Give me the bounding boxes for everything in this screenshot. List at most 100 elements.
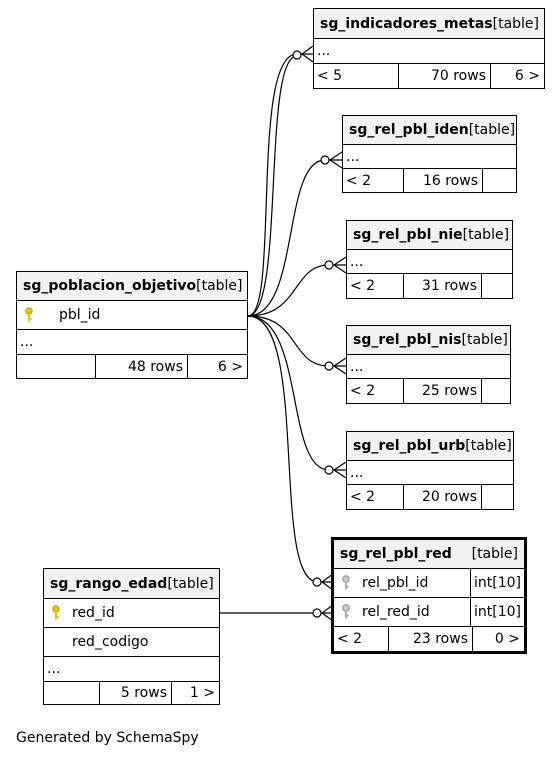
- row-count: 23 rows: [388, 627, 472, 651]
- zero-marker: [292, 50, 302, 60]
- table-name[interactable]: sg_poblacion_objetivo: [23, 278, 197, 294]
- table-sg-poblacion-objetivo[interactable]: sg_poblacion_objetivo [table] pbl_id ...…: [16, 271, 248, 379]
- parents-link[interactable]: < 5: [317, 68, 343, 84]
- table-header: sg_rel_pbl_nie [table]: [347, 221, 512, 250]
- column-name: rel_pbl_id: [362, 575, 429, 591]
- column-row[interactable]: red_id: [44, 599, 219, 628]
- relation-line: [247, 53, 313, 317]
- zero-marker: [324, 361, 334, 371]
- more-columns-row: ...: [44, 657, 219, 682]
- column-name: red_codigo: [72, 634, 149, 650]
- relation-line: [247, 315, 346, 367]
- column-row[interactable]: rel_red_id int[10]: [334, 598, 524, 627]
- table-footer: < 5 70 rows 6 >: [314, 64, 544, 88]
- relation-line: [247, 315, 346, 471]
- zero-marker: [312, 577, 322, 587]
- children-link[interactable]: 6 >: [490, 64, 544, 88]
- table-footer: 48 rows 6 >: [17, 355, 247, 378]
- children-link[interactable]: 0 >: [472, 627, 524, 651]
- table-sg-rango-edad[interactable]: sg_rango_edad [table] red_id red_codigo …: [43, 568, 220, 705]
- parents-link[interactable]: < 2: [350, 383, 376, 399]
- column-name: pbl_id: [59, 307, 101, 323]
- table-sg-rel-pbl-red[interactable]: sg_rel_pbl_red [table] rel_pbl_id int[10…: [331, 537, 527, 654]
- table-sg-rel-pbl-nis[interactable]: sg_rel_pbl_nis [table] ... < 2 25 rows: [346, 325, 511, 404]
- table-sg-rel-pbl-iden[interactable]: sg_rel_pbl_iden [table] ... < 2 16 rows: [342, 115, 517, 193]
- table-name[interactable]: sg_rel_pbl_urb: [353, 438, 466, 454]
- table-sg-indicadores-metas[interactable]: sg_indicadores_metas [table] ... < 5 70 …: [313, 8, 545, 89]
- children-link[interactable]: 1 >: [171, 682, 219, 704]
- zero-marker: [320, 155, 330, 165]
- table-footer: < 2 16 rows: [343, 169, 516, 192]
- table-header: sg_poblacion_objetivo [table]: [17, 272, 247, 301]
- table-header: sg_indicadores_metas [table]: [314, 9, 544, 39]
- crow-foot: [332, 256, 347, 274]
- column-row[interactable]: red_codigo: [44, 628, 219, 657]
- children-cell: [481, 485, 513, 509]
- table-kind: [table]: [167, 575, 214, 592]
- table-footer: < 2 23 rows 0 >: [334, 627, 524, 651]
- table-name[interactable]: sg_rel_pbl_nie: [353, 227, 463, 243]
- table-name[interactable]: sg_indicadores_metas: [320, 15, 493, 32]
- column-row[interactable]: rel_pbl_id int[10]: [334, 569, 524, 598]
- table-header: sg_rel_pbl_iden [table]: [343, 116, 516, 145]
- foreign-key-icon: [334, 604, 358, 620]
- table-header: sg_rel_pbl_red [table]: [334, 540, 524, 569]
- table-sg-rel-pbl-urb[interactable]: sg_rel_pbl_urb [table] ... < 2 20 rows: [346, 431, 514, 510]
- crow-foot: [328, 151, 343, 169]
- more-columns-row: ...: [347, 250, 512, 274]
- parents-link[interactable]: < 2: [337, 631, 363, 647]
- table-header: sg_rel_pbl_nis [table]: [347, 326, 510, 355]
- crow-foot: [300, 45, 314, 63]
- table-kind: [table]: [492, 15, 540, 32]
- crow-foot: [332, 357, 347, 375]
- row-count: 5 rows: [99, 682, 171, 704]
- crow-foot: [320, 604, 334, 622]
- children-cell: [482, 169, 516, 192]
- more-columns-row: ...: [17, 330, 247, 355]
- key-icon: [17, 307, 41, 323]
- parents-link[interactable]: < 2: [346, 172, 372, 189]
- children-link[interactable]: 6 >: [187, 355, 247, 378]
- column-row[interactable]: pbl_id: [17, 301, 247, 330]
- row-count: 31 rows: [403, 274, 481, 298]
- column-type: int[10]: [470, 598, 524, 626]
- ellipsis: ...: [350, 464, 364, 481]
- table-footer: < 2 20 rows: [347, 485, 513, 509]
- generated-by-footer: Generated by SchemaSpy: [16, 730, 199, 746]
- table-sg-rel-pbl-nie[interactable]: sg_rel_pbl_nie [table] ... < 2 31 rows: [346, 220, 513, 299]
- table-footer: 5 rows 1 >: [44, 682, 219, 704]
- table-name[interactable]: sg_rel_pbl_iden: [349, 122, 469, 138]
- parents-cell: [44, 682, 99, 704]
- crow-foot: [320, 573, 334, 591]
- relation-line: [247, 55, 298, 317]
- column-name: rel_red_id: [362, 604, 430, 620]
- table-kind: [table]: [196, 278, 243, 294]
- ellipsis: ...: [350, 358, 364, 375]
- parents-cell: [17, 355, 95, 378]
- row-count: 48 rows: [95, 355, 187, 378]
- parents-link[interactable]: < 2: [350, 489, 376, 505]
- column-type: int[10]: [470, 569, 524, 597]
- table-kind: [table]: [462, 227, 510, 243]
- row-count: 16 rows: [403, 169, 482, 192]
- table-name[interactable]: sg_rel_pbl_nis: [353, 332, 462, 348]
- table-name[interactable]: sg_rel_pbl_red: [340, 546, 452, 562]
- table-header: sg_rel_pbl_urb [table]: [347, 432, 513, 461]
- crow-foot: [332, 461, 347, 479]
- table-kind: [table]: [471, 546, 518, 562]
- key-icon: [44, 605, 68, 621]
- row-count: 20 rows: [403, 485, 481, 509]
- table-name[interactable]: sg_rango_edad: [50, 575, 168, 592]
- ellipsis: ...: [47, 661, 61, 677]
- ellipsis: ...: [350, 253, 364, 270]
- zero-marker: [312, 608, 322, 618]
- more-columns-row: ...: [347, 355, 510, 379]
- parents-link[interactable]: < 2: [350, 278, 376, 294]
- more-columns-row: ...: [347, 461, 513, 485]
- table-footer: < 2 31 rows: [347, 274, 512, 298]
- ellipsis: ...: [317, 43, 331, 59]
- more-columns-row: ...: [314, 39, 544, 64]
- children-cell: [481, 274, 512, 298]
